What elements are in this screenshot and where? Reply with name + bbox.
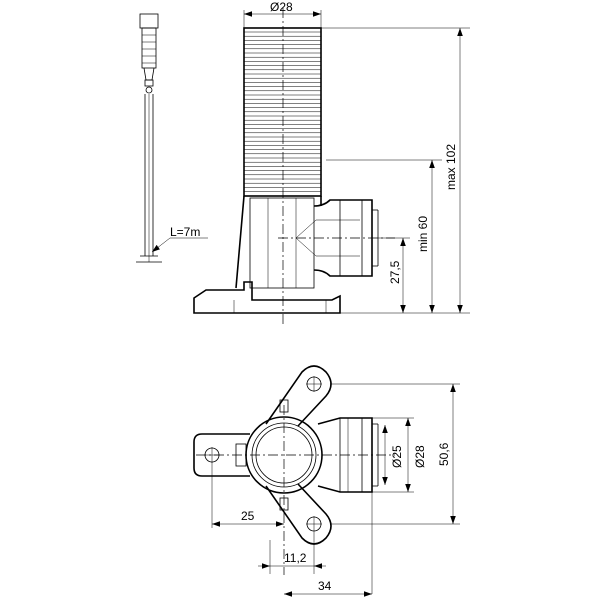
dim-outlet-height: 27,5: [388, 238, 406, 313]
top-view: Ø25 Ø28 50,6 25 11,2 34: [193, 365, 460, 597]
side-view: L=7m: [136, 0, 470, 325]
dim-outlet-outer-text: Ø28: [413, 445, 427, 468]
dim-offset-center-text: 11,2: [284, 551, 307, 565]
tube-ribs: [244, 31, 321, 197]
dim-overall-depth: 34: [284, 579, 372, 597]
dim-outlet-inner: Ø25: [382, 425, 404, 485]
dim-outlet-inner-text: Ø25: [390, 445, 404, 468]
mounting-lug-top: [265, 365, 332, 427]
dim-offset-center: 11,2: [258, 551, 326, 569]
dim-diameter-top: Ø28: [243, 0, 322, 28]
dim-min-height: min 60: [416, 160, 435, 313]
cable-length-text: L=7m: [170, 225, 200, 239]
dim-diameter-top-text: Ø28: [270, 0, 293, 14]
dim-offset-left: 25: [212, 509, 284, 527]
dim-offset-left-text: 25: [241, 509, 255, 523]
fitting-body: [193, 195, 379, 314]
corrugated-tube: [243, 27, 322, 197]
mounting-lug-bottom: [265, 483, 332, 545]
dim-min-height-text: min 60: [416, 216, 430, 252]
dim-overall-width: 50,6: [437, 384, 456, 524]
dim-max-height: max 102: [444, 28, 463, 313]
dim-overall-depth-text: 34: [318, 579, 332, 593]
dim-outlet-height-text: 27,5: [388, 260, 402, 284]
dim-overall-width-text: 50,6: [437, 442, 451, 466]
cable-length-label: L=7m: [151, 225, 208, 253]
dim-outlet-outer: Ø28: [405, 418, 427, 492]
cable: [136, 13, 162, 263]
dim-max-height-text: max 102: [444, 144, 458, 190]
